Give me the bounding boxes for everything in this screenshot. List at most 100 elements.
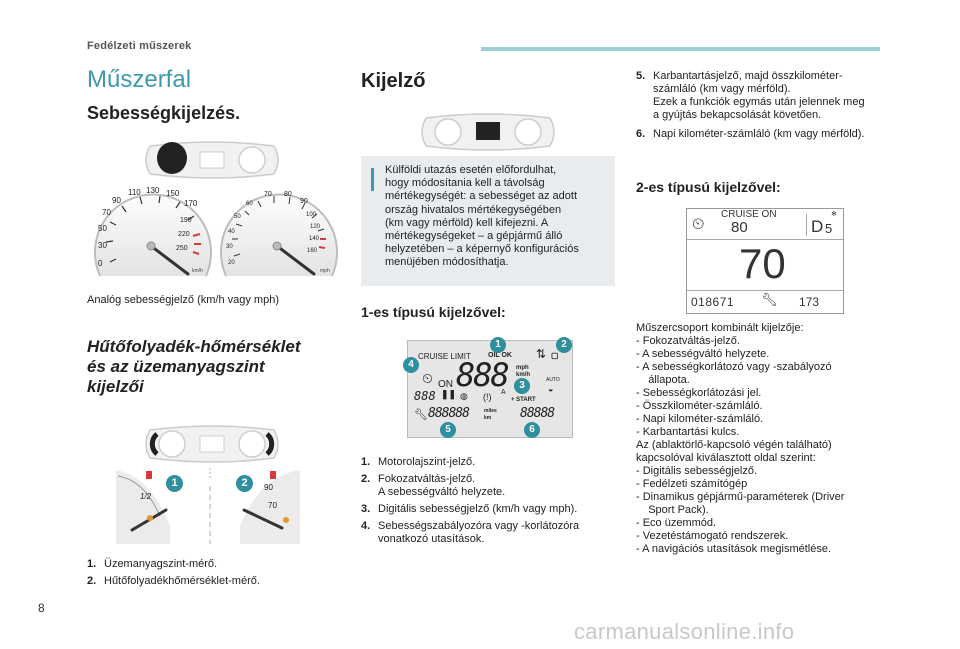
lcd-on: ON	[438, 379, 453, 390]
lcd-oil-ok: OIL OK	[488, 352, 512, 359]
header-bar	[481, 47, 880, 51]
lcd-miles: miles	[484, 408, 497, 414]
tick-label-150: 150	[166, 189, 180, 198]
type2-set-speed: 80	[731, 219, 748, 236]
display-items-list: 1.Motorolajszint-jelző. 2.Fokozatváltás-…	[361, 456, 621, 550]
speedometer-mph-gauge: 20 30 40 50 60 70 80 90 100 120 140 160 …	[220, 191, 338, 277]
tick-label-110: 110	[128, 188, 141, 197]
lcd-odometer: 888888	[428, 406, 470, 421]
gauge-items-list: 1.Üzemanyagszint-mérő. 2.Hűtőfolyadékhőm…	[87, 558, 337, 592]
badge-temp: 2	[236, 475, 253, 492]
tick-label-70: 70	[102, 208, 111, 217]
cluster-outline-icon-speed	[145, 141, 279, 179]
tick-label-170: 170	[184, 199, 198, 208]
tick-label-30: 30	[98, 241, 107, 250]
tick-label-220: 220	[178, 231, 190, 238]
temp-label-90: 90	[264, 483, 273, 492]
wrench-icon: 🔧︎	[414, 409, 428, 421]
badge-2: 2	[556, 337, 572, 353]
lcd-unit-mph: mph	[516, 365, 529, 371]
display-items-list-cont: 5. Karbantartásjelző, majd összkilométer…	[636, 70, 896, 145]
badge-3: 3	[514, 378, 530, 394]
badge-5: 5	[440, 422, 456, 438]
wrench-icon: 🔧︎	[761, 292, 778, 307]
fuel-temp-gauges: 1/2 90 70	[116, 468, 300, 544]
list-item: 3.Digitális sebességjelző (km/h vagy mph…	[361, 503, 578, 515]
speedometer-kmh-gauge: 0 30 50 70 90 110 130 150 170 190 220 25…	[94, 186, 212, 277]
mph-tick-160: 160	[307, 248, 318, 254]
type1-heading: 1-es típusú kijelzővel:	[361, 304, 506, 320]
list-item: 1.Üzemanyagszint-mérő.	[87, 558, 218, 570]
section-title: Műszerfal	[87, 66, 192, 93]
type2-odometer: 018671	[691, 295, 735, 309]
type2-heading: 2-es típusú kijelzővel:	[636, 179, 781, 195]
cluster-outline-icon-display	[421, 113, 555, 151]
snowflake-icon: ❄	[831, 211, 837, 218]
unit-kmh: km/h	[192, 268, 203, 274]
unit-mph: mph	[320, 268, 330, 274]
mph-tick-50: 50	[234, 214, 241, 220]
tick-label-130: 130	[146, 186, 160, 195]
type2-description: Műszercsoport kombinált kijelzője: - Fok…	[636, 322, 845, 555]
list-item: 2.Hűtőfolyadékhőmérséklet-mérő.	[87, 575, 260, 587]
type2-gear-sub: 5	[825, 221, 833, 236]
tyre-icon: (!)	[483, 392, 492, 402]
lcd-type2-display: ⏲ CRUISE ON 80 D 5 ❄ 70 018671 🔧︎ 173	[686, 208, 844, 314]
badge-4: 4	[403, 357, 419, 373]
fuel-half-label: 1/2	[140, 492, 152, 501]
wiper-icon: ◒	[548, 384, 554, 394]
lcd-main-digits: 888	[456, 356, 510, 394]
list-item: 5. Karbantartásjelző, majd összkilométer…	[636, 70, 865, 121]
type2-speed: 70	[739, 240, 786, 287]
lcd-auto: AUTO	[546, 377, 560, 383]
info-text: Külföldi utazás esetén előfordulhat, hog…	[385, 164, 579, 269]
mph-tick-70: 70	[264, 191, 272, 198]
speed-heading: Sebességkijelzés.	[87, 103, 241, 123]
type2-gear: D	[811, 217, 824, 236]
speed-caption: Analóg sebességjelző (km/h vagy mph)	[87, 294, 279, 306]
page-number: 8	[38, 601, 45, 615]
coolant-heading: Hűtőfolyadék-hőmérséklet és az üzemanyag…	[87, 337, 301, 396]
section-header: Fedélzeti műszerek	[87, 40, 192, 52]
list-item: 4.Sebességszabályozóra vagy -korlátozóra…	[361, 520, 580, 545]
cluster-outline-icon-gauges	[145, 425, 279, 463]
tick-label-90: 90	[112, 196, 121, 205]
watermark: carmanualsonline.info	[574, 619, 795, 644]
info-icon	[371, 168, 374, 191]
tick-label-190: 190	[180, 217, 192, 224]
stopstart-icon: A	[501, 389, 506, 396]
type2-cruise-on: CRUISE ON	[721, 209, 777, 220]
mph-tick-120: 120	[310, 224, 321, 230]
lcd-type1-display: CRUISE LIMIT OIL OK ⇅ ▢ ⏲ ON 888 mph km/…	[407, 340, 573, 438]
fuel-drop-icon: ◍	[460, 391, 468, 401]
mph-tick-40: 40	[228, 229, 235, 235]
lcd-trip: 88888	[520, 406, 555, 421]
mph-tick-60: 60	[246, 201, 253, 207]
mph-tick-140: 140	[309, 236, 320, 242]
list-item: 2.Fokozatváltás-jelző.A sebességváltó he…	[361, 473, 506, 498]
lcd-km: km	[484, 415, 492, 421]
lcd-start: + START	[511, 397, 536, 403]
temp-label-70: 70	[268, 501, 277, 510]
tick-label-50: 50	[98, 224, 107, 233]
info-box: Külföldi utazás esetén előfordulhat, hog…	[361, 156, 615, 286]
mph-tick-80: 80	[284, 191, 292, 198]
list-item: 1.Motorolajszint-jelző.	[361, 456, 476, 468]
pause-icon: ❚❚	[441, 389, 457, 399]
mph-tick-90: 90	[300, 198, 308, 205]
speedo-icon: ⏲	[422, 370, 433, 386]
mph-tick-100: 100	[306, 212, 317, 218]
badge-fuel: 1	[166, 475, 183, 492]
badge-6: 6	[524, 422, 540, 438]
cruise-speedo-icon: ⏲	[692, 216, 705, 233]
mph-tick-30: 30	[226, 244, 233, 250]
lcd-small-digits: 888	[414, 389, 436, 403]
display-heading: Kijelző	[361, 70, 426, 92]
gear-shift-box-icon: ▢	[551, 351, 559, 360]
mph-tick-20: 20	[228, 260, 235, 266]
lcd-unit-kmh: km/h	[516, 372, 531, 378]
badge-1: 1	[490, 337, 506, 353]
tick-label-250: 250	[176, 245, 188, 252]
list-item: 6.Napi kilométer-számláló (km vagy mérfö…	[636, 128, 865, 140]
tick-label-0: 0	[98, 259, 103, 268]
